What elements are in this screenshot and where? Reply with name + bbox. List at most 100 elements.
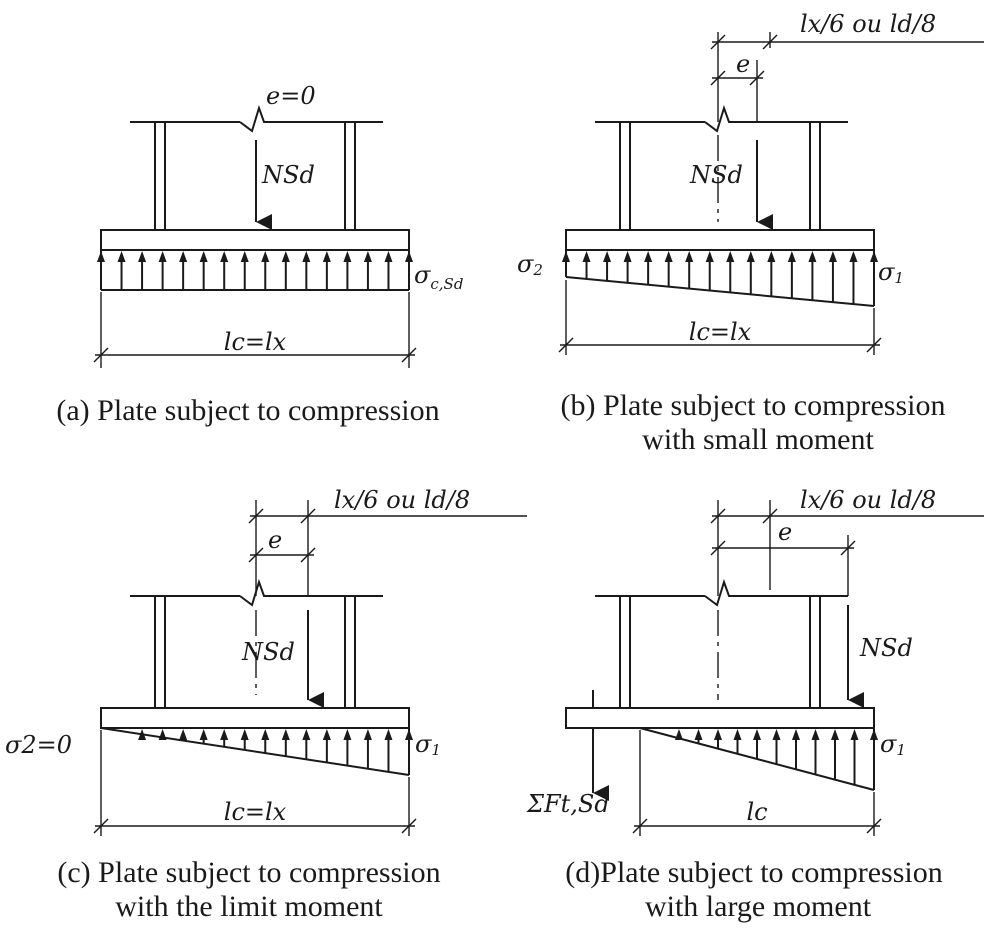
stress-arrow bbox=[753, 729, 761, 759]
stress-arrow bbox=[158, 251, 167, 290]
caption-line: (c) Plate subject to compression bbox=[57, 856, 440, 889]
stress-arrow bbox=[384, 251, 393, 290]
stress-arrow bbox=[158, 729, 167, 740]
caption-line: (b) Plate subject to compression bbox=[561, 389, 946, 422]
eccentricity-label: e bbox=[268, 526, 282, 554]
length-label: lc=lx bbox=[224, 328, 287, 356]
axial-force-label: NSd bbox=[261, 161, 315, 189]
stress-arrow bbox=[623, 251, 632, 283]
length-dimension bbox=[632, 730, 882, 836]
stress-arrow bbox=[603, 251, 612, 281]
length-dimension bbox=[93, 292, 417, 368]
stress-arrow bbox=[664, 251, 673, 287]
caption-line: (a) Plate subject to compression bbox=[56, 394, 439, 427]
stress-arrow bbox=[97, 251, 105, 290]
stress-arrow bbox=[792, 729, 800, 770]
length-dimension bbox=[93, 730, 417, 836]
stress-label: σc,Sd bbox=[414, 261, 463, 293]
dimension-lines bbox=[710, 32, 984, 122]
axial-force-label: NSd bbox=[689, 161, 743, 189]
stress-arrow bbox=[302, 251, 311, 290]
stress-arrow bbox=[322, 729, 331, 763]
stress-arrow bbox=[138, 729, 147, 740]
dimension-lines bbox=[710, 500, 984, 596]
stress-arrow bbox=[644, 251, 653, 285]
stress-arrow bbox=[405, 251, 413, 290]
stress-arrow bbox=[240, 729, 249, 750]
stress-arrows bbox=[97, 251, 413, 290]
stress-arrow bbox=[138, 251, 147, 290]
stress-arrow bbox=[733, 729, 742, 754]
stress-arrow bbox=[582, 251, 591, 279]
stress-arrow bbox=[302, 729, 311, 760]
caption-line: with small moment bbox=[642, 423, 874, 456]
stress-arrow bbox=[850, 729, 859, 785]
stress-arrow bbox=[179, 729, 188, 741]
caption-line: with the limit moment bbox=[115, 890, 383, 923]
stress-arrow bbox=[714, 729, 722, 749]
stress-arrow bbox=[363, 251, 372, 290]
stress-arrows bbox=[138, 729, 413, 775]
eccentricity-label: e bbox=[778, 518, 792, 546]
base-plate bbox=[100, 229, 410, 251]
stress-arrow bbox=[199, 251, 208, 290]
stress-arrow bbox=[384, 729, 393, 772]
panel-b: lx/6 ou ld/8 e NSd σ2 σ1 lc=lx (b) Plate… bbox=[517, 10, 984, 456]
stress-arrow bbox=[808, 251, 817, 301]
eccentricity-label: e bbox=[736, 50, 750, 78]
length-label: lc=lx bbox=[224, 798, 287, 826]
base-plate bbox=[100, 707, 410, 729]
stress-right-label: σ1 bbox=[878, 258, 904, 287]
stress-arrow bbox=[828, 251, 837, 303]
stress-arrow bbox=[746, 251, 755, 295]
stress-arrow bbox=[343, 729, 352, 766]
stress-arrow bbox=[220, 729, 229, 747]
stress-arrow bbox=[405, 729, 413, 775]
stress-arrows bbox=[675, 729, 878, 790]
stress-arrow bbox=[870, 251, 878, 306]
eccentricity-label: e=0 bbox=[266, 82, 316, 110]
stress-arrow bbox=[343, 251, 352, 290]
dimension-lines bbox=[248, 500, 527, 596]
length-label: lc bbox=[746, 798, 767, 826]
stress-arrow bbox=[240, 251, 249, 290]
stress-arrow bbox=[281, 729, 290, 757]
stress-arrow bbox=[870, 729, 878, 790]
stress-arrow bbox=[772, 729, 781, 765]
stress-arrow bbox=[179, 251, 188, 290]
stress-arrow bbox=[787, 251, 796, 299]
stress-arrow bbox=[685, 251, 694, 289]
limit-label: lx/6 ou ld/8 bbox=[800, 10, 936, 38]
stress-arrow bbox=[117, 251, 126, 290]
stress-arrow bbox=[261, 729, 270, 754]
length-dimension bbox=[558, 280, 882, 355]
stress-arrow bbox=[220, 251, 229, 290]
stress-block bbox=[565, 250, 875, 307]
stress-arrow bbox=[767, 251, 776, 297]
stress-left-label: σ2=0 bbox=[5, 731, 72, 759]
stress-right-label: σ1 bbox=[880, 730, 906, 759]
axial-force-label: NSd bbox=[859, 634, 913, 662]
base-plate bbox=[565, 229, 875, 251]
stress-arrow bbox=[199, 729, 208, 744]
base-plate bbox=[565, 707, 875, 729]
stress-arrow bbox=[726, 251, 735, 293]
axial-force-label: NSd bbox=[241, 638, 295, 666]
column-section bbox=[595, 578, 848, 708]
limit-label: lx/6 ou ld/8 bbox=[800, 486, 936, 514]
stress-arrow bbox=[694, 729, 703, 744]
stress-left-label: σ2 bbox=[517, 250, 543, 279]
column-section bbox=[130, 104, 383, 230]
caption-line: (d)Plate subject to compression bbox=[565, 856, 942, 889]
stress-arrow bbox=[261, 251, 270, 290]
stress-arrow bbox=[705, 251, 714, 291]
stress-arrow bbox=[281, 251, 290, 290]
limit-label: lx/6 ou ld/8 bbox=[334, 486, 470, 514]
length-label: lc=lx bbox=[689, 318, 752, 346]
stress-arrows bbox=[562, 251, 878, 306]
panel-a: e=0 NSd σc,Sd lc=lx (a) Plate subject to… bbox=[56, 82, 463, 427]
stress-arrow bbox=[675, 729, 683, 740]
stress-arrow bbox=[811, 729, 820, 775]
tension-label: ΣFt,Sd bbox=[526, 790, 610, 818]
